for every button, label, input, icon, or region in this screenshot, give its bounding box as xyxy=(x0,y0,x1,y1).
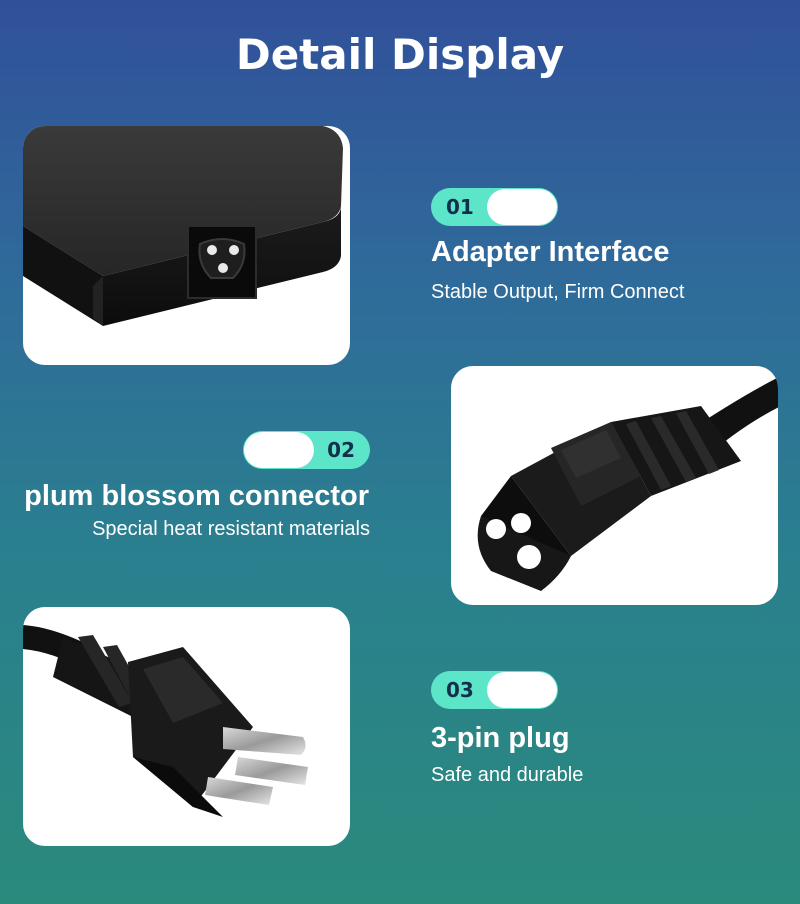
adapter-interface-icon xyxy=(23,126,343,326)
page-title: Detail Display xyxy=(235,30,565,79)
three-pin-plug-image-card xyxy=(23,607,350,846)
badge-pill xyxy=(487,189,557,225)
feature-heading: 3-pin plug xyxy=(431,722,570,754)
three-pin-plug-icon xyxy=(23,625,308,817)
feature-number-badge: 02 xyxy=(243,431,370,469)
feature-number: 03 xyxy=(446,678,474,702)
feature-number: 02 xyxy=(327,438,355,462)
feature-subtitle: Safe and durable xyxy=(431,764,584,786)
feature-heading: plum blossom connector xyxy=(24,480,369,512)
feature-number-badge: 03 xyxy=(431,671,558,709)
feature-heading: Adapter Interface xyxy=(431,236,670,268)
plum-blossom-connector-icon xyxy=(477,377,778,591)
badge-pill xyxy=(244,432,314,468)
badge-pill xyxy=(487,672,557,708)
plum-blossom-connector-image-card xyxy=(451,366,778,605)
feature-number-badge: 01 xyxy=(431,188,558,226)
feature-number: 01 xyxy=(446,195,474,219)
feature-subtitle: Stable Output, Firm Connect xyxy=(431,281,685,303)
feature-subtitle: Special heat resistant materials xyxy=(92,518,370,540)
adapter-interface-image-card xyxy=(23,126,350,365)
